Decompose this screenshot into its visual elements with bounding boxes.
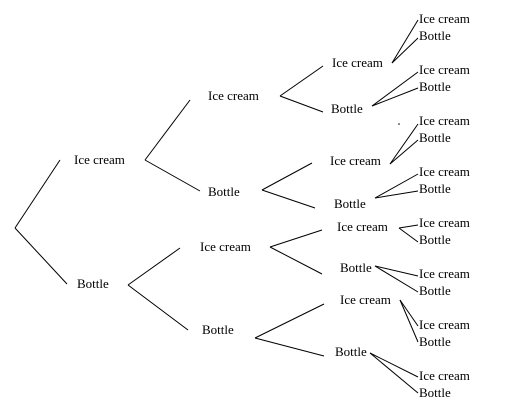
stray-dot <box>398 123 400 125</box>
node-l4-1: Bottle <box>419 28 451 43</box>
branch-l3-5-a <box>374 265 419 277</box>
node-l4-13: Bottle <box>419 334 451 349</box>
branch-l2-3-a <box>254 303 325 339</box>
branch-l2-2-a <box>269 229 323 248</box>
node-l3-3: Bottle <box>334 196 366 211</box>
branch-l3-4-b <box>398 227 419 243</box>
node-l3-7: Bottle <box>335 344 367 359</box>
node-l3-4: Ice cream <box>337 219 388 234</box>
branch-l3-5-b <box>374 265 419 293</box>
node-l2-3: Bottle <box>202 322 234 337</box>
node-l4-11: Bottle <box>419 283 451 298</box>
node-l4-14: Ice cream <box>419 368 470 383</box>
node-l3-6: Ice cream <box>340 292 391 307</box>
branch-l3-1-a <box>371 71 419 107</box>
branch-l3-7-b <box>369 352 419 394</box>
branch-l3-6-b <box>399 299 419 343</box>
node-l4-3: Bottle <box>419 79 451 94</box>
branch-l1-1-a <box>127 247 181 286</box>
node-l4-6: Ice cream <box>419 164 470 179</box>
branch-l3-1-b <box>371 87 419 107</box>
node-l2-2: Ice cream <box>200 239 251 254</box>
branch-l1-0-a <box>144 99 191 161</box>
node-l3-2: Ice cream <box>330 153 381 168</box>
node-l3-5: Bottle <box>340 260 372 275</box>
node-l2-1: Bottle <box>208 184 240 199</box>
node-l4-4: Ice cream <box>419 113 470 128</box>
branch-l2-0-a <box>279 65 324 97</box>
branch-l2-3-b <box>254 337 325 357</box>
branch-l3-3-b <box>374 190 419 199</box>
branch-l2-1-a <box>261 162 313 191</box>
branch-l1-1-b <box>127 284 189 331</box>
branch-l1-0-b <box>144 159 201 192</box>
node-l3-1: Bottle <box>331 101 363 116</box>
node-l4-5: Bottle <box>419 130 451 145</box>
branch-root-ice-cream <box>14 159 61 229</box>
branch-l3-2-b <box>389 139 419 165</box>
branch-l3-4-a <box>398 224 419 229</box>
node-l1-bottle: Bottle <box>77 276 109 291</box>
node-l4-12: Ice cream <box>419 317 470 332</box>
node-l3-0: Ice cream <box>332 55 383 70</box>
branch-l2-1-b <box>261 189 316 209</box>
node-l4-8: Ice cream <box>419 215 470 230</box>
branch-root-bottle <box>14 227 68 285</box>
branch-l3-3-a <box>374 173 419 199</box>
branch-lines <box>14 19 419 394</box>
node-l4-9: Bottle <box>419 232 451 247</box>
branch-l2-2-b <box>269 246 323 275</box>
node-l4-7: Bottle <box>419 181 451 196</box>
branch-l3-0-b <box>391 37 419 64</box>
node-l4-15: Bottle <box>419 385 451 400</box>
branch-l3-7-a <box>369 352 419 378</box>
node-l4-10: Ice cream <box>419 266 470 281</box>
branch-l2-0-b <box>279 95 324 113</box>
node-l1-ice-cream: Ice cream <box>74 152 125 167</box>
branch-l3-6-a <box>399 299 419 327</box>
node-l4-2: Ice cream <box>419 62 470 77</box>
node-l4-0: Ice cream <box>419 11 470 26</box>
node-l2-0: Ice cream <box>208 88 259 103</box>
branch-l3-0-a <box>391 19 419 64</box>
branch-l3-2-a <box>389 123 419 165</box>
